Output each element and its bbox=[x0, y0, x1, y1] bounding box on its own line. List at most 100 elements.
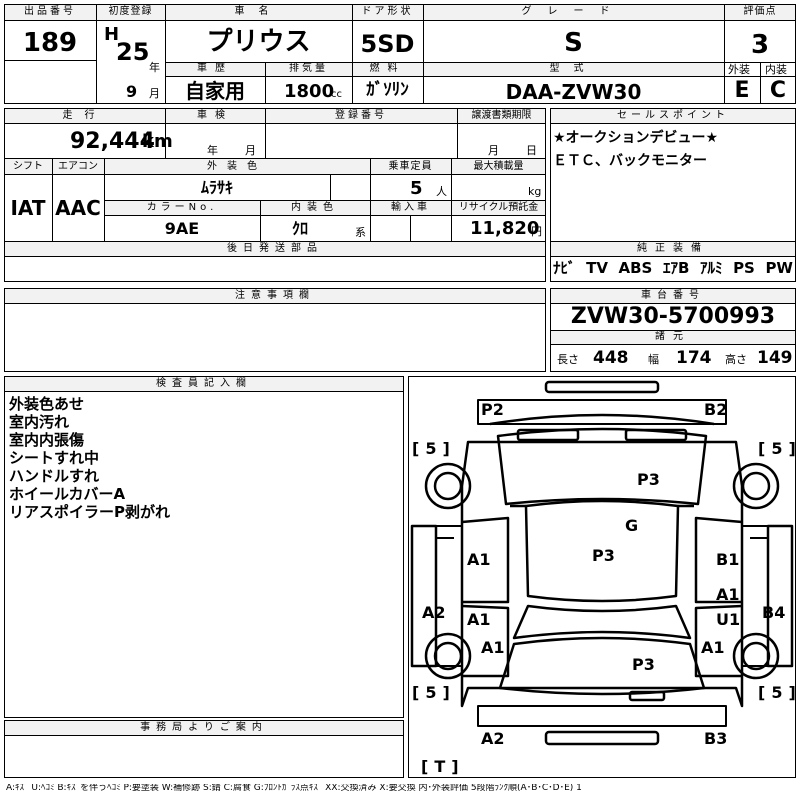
exterior-color-label: 外装色 bbox=[207, 161, 267, 172]
inspector-note: 室内内張傷 bbox=[9, 431, 85, 449]
dimensions-label: 諸元 bbox=[655, 331, 691, 342]
damage-diagram bbox=[408, 376, 796, 778]
damage-rear-right-bumper: B3 bbox=[704, 729, 728, 748]
damage-roof: P3 bbox=[592, 546, 615, 565]
sales-point-line-2: ＥＴＣ、バックモニター bbox=[553, 153, 707, 169]
damage-left-front-fender: A1 bbox=[467, 550, 491, 569]
displacement-label: 排気量 bbox=[289, 63, 328, 74]
displacement: 1800 bbox=[284, 81, 335, 102]
length-label: 長さ bbox=[557, 353, 579, 366]
equipment-item-navi: ﾅﾋﾞ bbox=[553, 259, 576, 277]
height-value: 149 bbox=[757, 348, 793, 368]
damage-legend: A:ｷｽﾞ U:ﾍｺﾐ B:ｷｽﾞを伴うﾍｺﾐ P:要塗装 W:補修跡 S:錆 … bbox=[6, 784, 582, 793]
car-name: プリウス bbox=[206, 27, 311, 57]
damage-rear-left-bumper: A2 bbox=[481, 729, 505, 748]
equipment-list: ﾅﾋﾞ TV ABS ｴｱB ｱﾙﾐ PS PW bbox=[553, 261, 793, 276]
height-label: 高さ bbox=[725, 353, 747, 366]
model-label: 型式 bbox=[549, 63, 598, 74]
mileage-label: 走行 bbox=[62, 110, 107, 121]
registration-month: 9 bbox=[126, 82, 138, 101]
inspector-section bbox=[4, 376, 404, 718]
sales-point-line-1: ★オークションデビュー★ bbox=[553, 130, 719, 146]
history-label: 車歴 bbox=[197, 63, 233, 74]
lot-number-label: 出品番号 bbox=[24, 6, 76, 17]
width-value: 174 bbox=[676, 348, 712, 368]
seats-label: 乗車定員 bbox=[388, 161, 433, 172]
year-unit: 年 bbox=[149, 61, 160, 74]
damage-left-door: A1 bbox=[467, 610, 491, 629]
inspector-notes: 外装色あせ 室内汚れ 室内内張傷 シートすれ中 ハンドルすれ ホイールカバーA … bbox=[9, 395, 170, 521]
width-label: 幅 bbox=[648, 353, 659, 366]
damage-right-door-a: A1 bbox=[716, 585, 740, 604]
damage-windshield: G bbox=[625, 516, 639, 535]
max-load-label: 最大積載量 bbox=[473, 161, 524, 172]
fuel: ｶﾞｿﾘﾝ bbox=[366, 80, 409, 100]
interior-color: ｸﾛ bbox=[291, 219, 308, 238]
score-label: 評価点 bbox=[743, 6, 777, 17]
mileage-unit: km bbox=[142, 131, 173, 152]
equipment-label: 純正装備 bbox=[637, 243, 709, 254]
office-section bbox=[4, 720, 404, 778]
recycle-fee: 11,820 bbox=[470, 218, 540, 239]
equipment-item-tv: TV bbox=[586, 259, 608, 277]
recycle-label: リサイクル預託金 bbox=[458, 202, 539, 213]
office-label: 事務局よりご案内 bbox=[140, 722, 268, 733]
damage-left-sill: A2 bbox=[422, 603, 446, 622]
ac-label: エアコン bbox=[58, 161, 98, 172]
fuel-label: 燃料 bbox=[369, 63, 406, 74]
header-label-bg bbox=[5, 5, 795, 20]
grade: S bbox=[564, 28, 583, 58]
tire-spare: [T] bbox=[421, 757, 465, 776]
later-parts-label: 後日発送部品 bbox=[227, 243, 323, 254]
interior-grade-label: 内装 bbox=[765, 63, 787, 76]
length-value: 448 bbox=[593, 348, 629, 368]
inspection-year-unit: 年 bbox=[207, 144, 218, 157]
damage-right-front-fender: B1 bbox=[716, 550, 740, 569]
sales-points-section bbox=[550, 108, 796, 282]
inspection-label: 車検 bbox=[197, 110, 233, 121]
chassis-number: ZVW30-5700993 bbox=[570, 304, 776, 329]
inspector-note: リアスポイラーP剥がれ bbox=[9, 503, 170, 521]
header-label-bg-2 bbox=[166, 62, 724, 76]
caution-section bbox=[4, 288, 546, 372]
equipment-item-alloy: ｱﾙﾐ bbox=[699, 259, 723, 277]
import-label: 輸入車 bbox=[391, 202, 430, 213]
exterior-grade-label: 外装 bbox=[728, 63, 750, 76]
exterior-color: ﾑﾗｻｷ bbox=[200, 178, 233, 197]
lot-number: 189 bbox=[22, 28, 78, 58]
load-unit: kg bbox=[528, 185, 542, 198]
inspector-note: シートすれ中 bbox=[9, 449, 100, 467]
color-number-label: カラーNo. bbox=[146, 202, 218, 213]
header-section bbox=[4, 4, 796, 104]
damage-left-rear-fender: A1 bbox=[481, 638, 505, 657]
damage-right-door-u: U1 bbox=[716, 610, 741, 629]
displacement-unit: cc bbox=[331, 89, 342, 100]
damage-right-rear-fender: A1 bbox=[701, 638, 725, 657]
first-registration-label: 初度登録 bbox=[108, 6, 153, 17]
score: 3 bbox=[750, 30, 770, 60]
door-type: 5SD bbox=[360, 30, 415, 58]
tire-front-right: [5] bbox=[758, 439, 796, 458]
registration-year: 25 bbox=[116, 38, 150, 66]
car-outline-diagram bbox=[410, 380, 794, 746]
grade-label: グレード bbox=[521, 6, 626, 17]
shift-label: シフト bbox=[13, 161, 43, 172]
vehicle-history: 自家用 bbox=[185, 79, 245, 103]
recycle-unit: 円 bbox=[531, 225, 542, 238]
damage-front-left-bumper: P2 bbox=[481, 400, 504, 419]
month-unit: 月 bbox=[149, 87, 160, 100]
inspector-note: ホイールカバーA bbox=[9, 485, 126, 503]
shift-type: IAT bbox=[10, 196, 46, 220]
equipment-item-pw: PW bbox=[765, 259, 793, 277]
color-number: 9AE bbox=[164, 219, 200, 238]
seat-unit: 人 bbox=[436, 185, 447, 198]
car-name-label: 車名 bbox=[234, 6, 283, 17]
equipment-item-ps: PS bbox=[733, 259, 755, 277]
chassis-label: 車台番号 bbox=[641, 290, 705, 301]
tire-rear-left: [5] bbox=[412, 683, 456, 702]
ac-type: AAC bbox=[55, 196, 101, 220]
interior-grade: C bbox=[769, 78, 787, 103]
registration-number-label: 登録番号 bbox=[335, 110, 387, 121]
equipment-item-abs: ABS bbox=[618, 259, 653, 277]
tire-rear-right: [5] bbox=[758, 683, 796, 702]
